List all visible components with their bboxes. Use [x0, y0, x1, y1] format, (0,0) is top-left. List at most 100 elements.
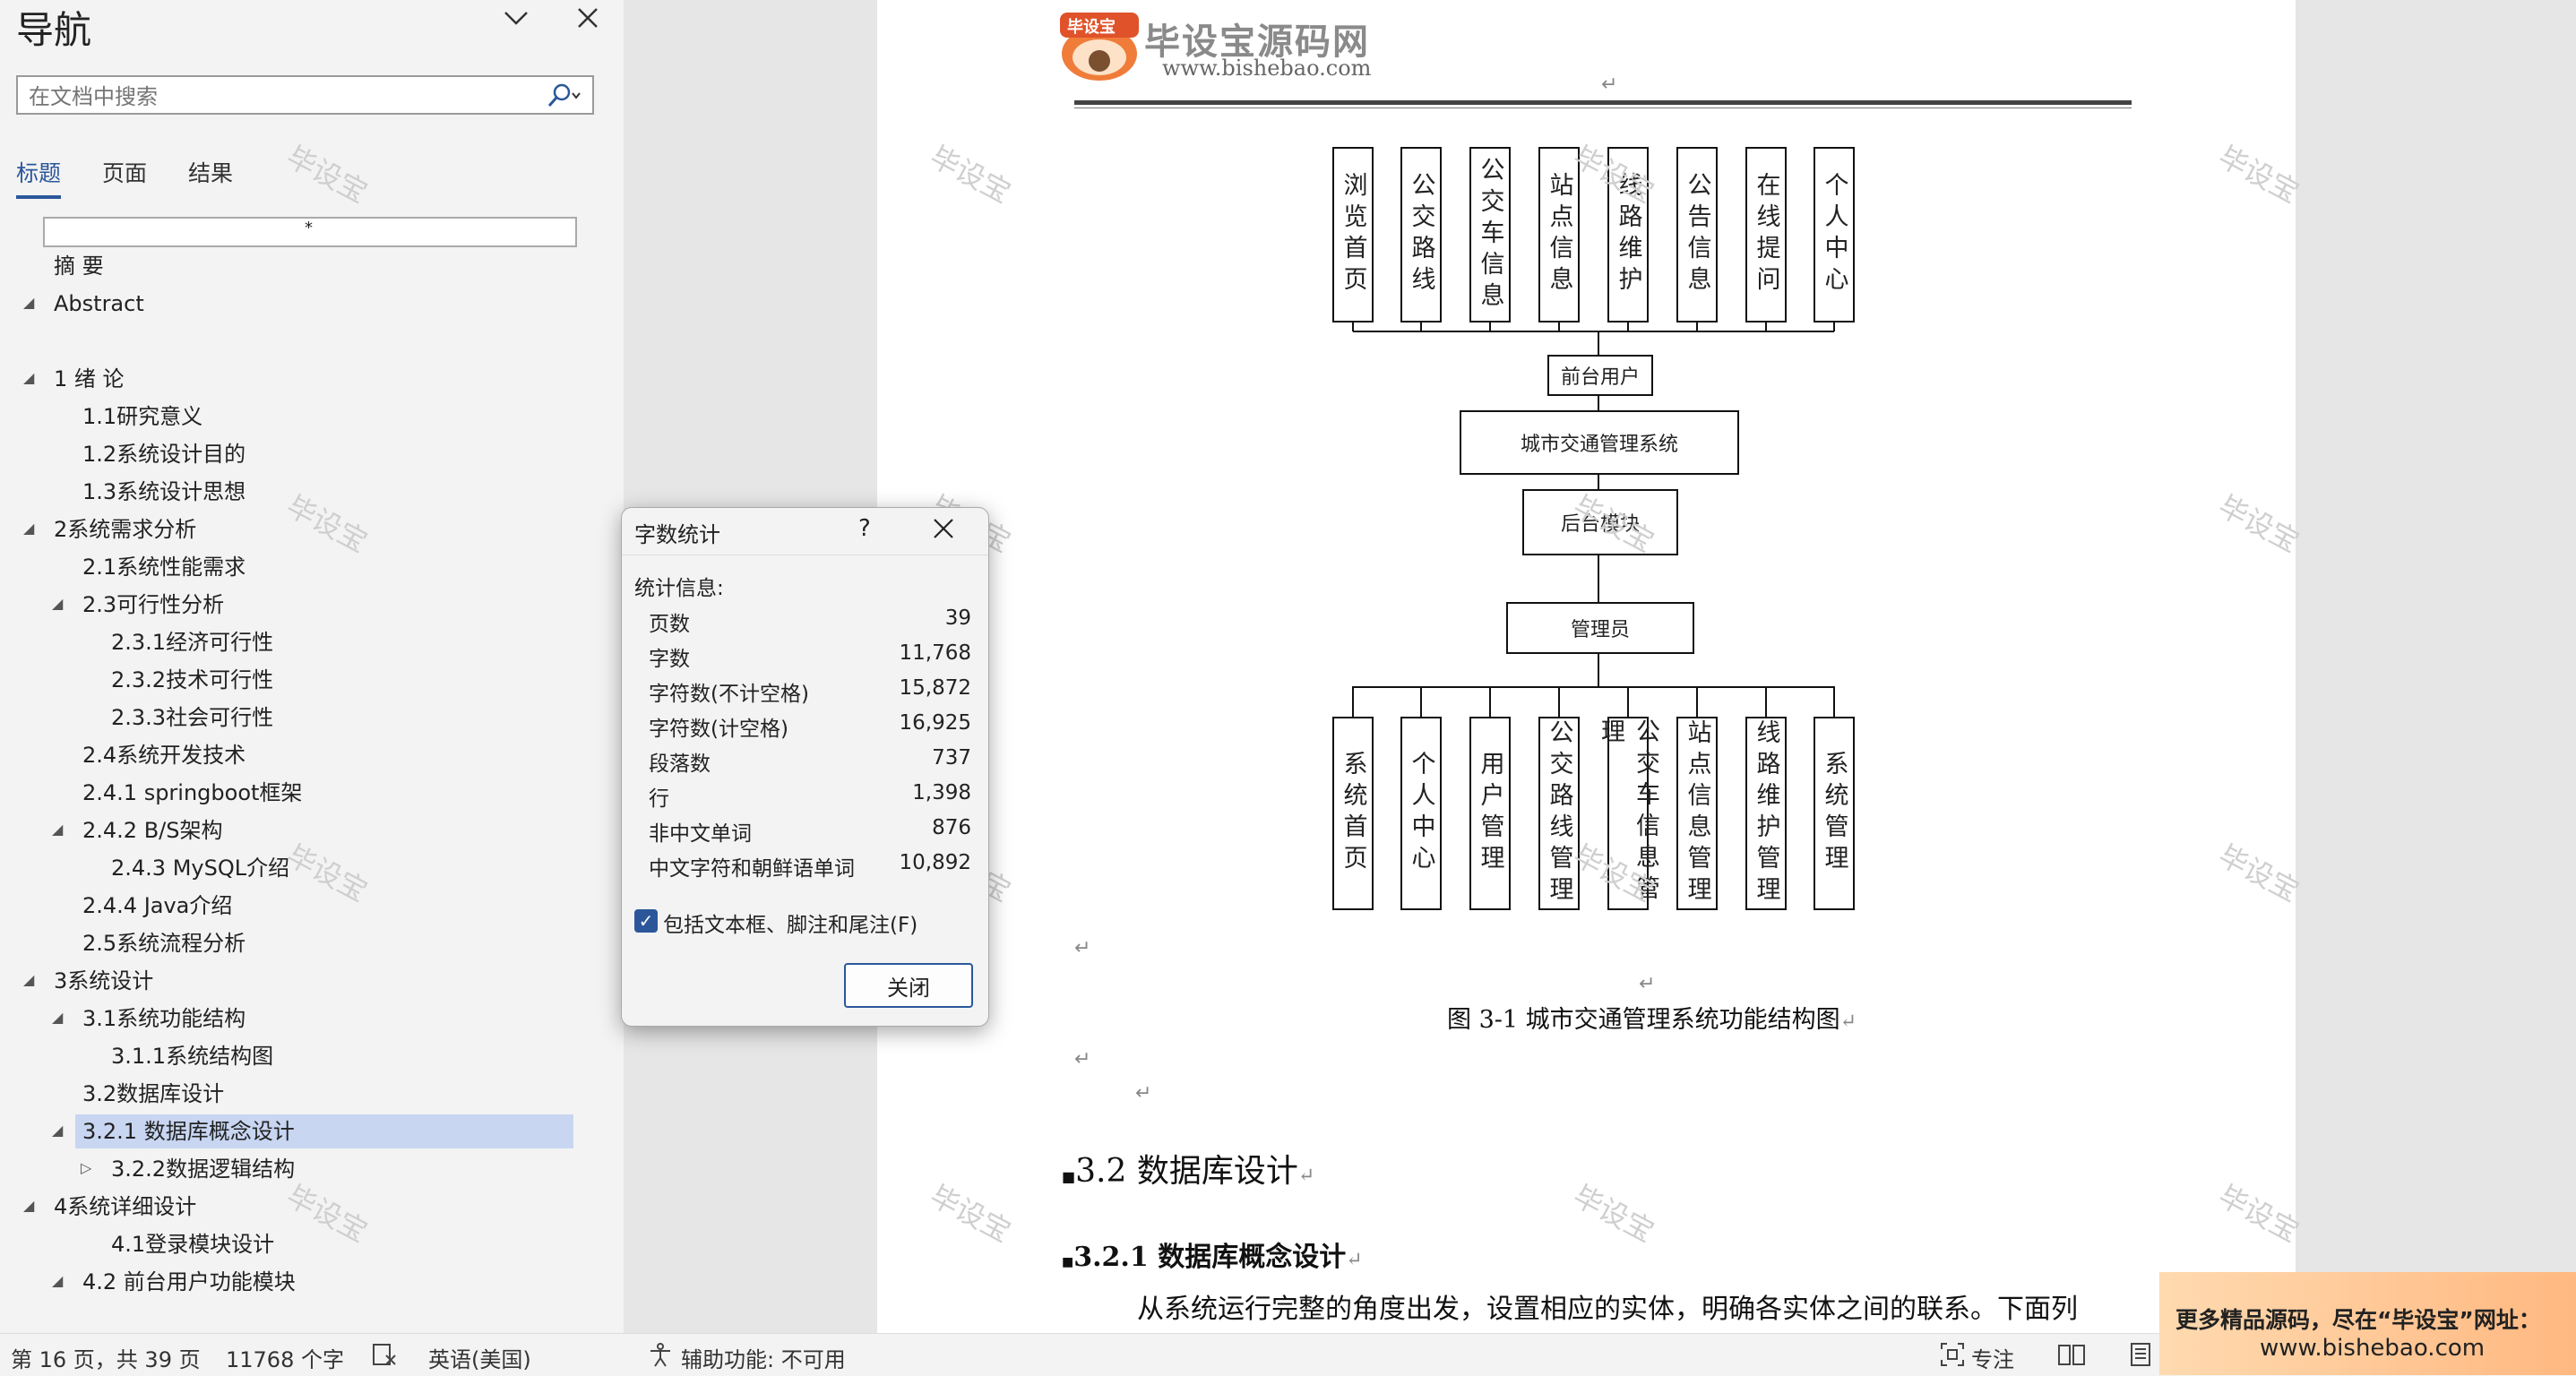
- nav-item[interactable]: 4.1登录模块设计: [104, 1227, 274, 1261]
- nav-item-label: 3.2.2数据逻辑结构: [111, 1157, 296, 1182]
- focus-icon[interactable]: [1939, 1341, 1966, 1373]
- nav-item[interactable]: 2.4.4 Java介绍: [75, 889, 232, 923]
- page-count[interactable]: 第 16 页，共 39 页: [11, 1347, 201, 1372]
- stats-section-label: 统计信息:: [634, 577, 724, 600]
- nav-item[interactable]: 2系统需求分析: [47, 512, 196, 546]
- logo-mascot: 毕设宝: [1055, 7, 1144, 82]
- nav-item[interactable]: 2.3.1经济可行性: [104, 625, 273, 659]
- chevron-down-icon[interactable]: [502, 4, 530, 39]
- connector-line: [1489, 322, 1491, 331]
- collapse-triangle-icon[interactable]: ◢: [23, 369, 35, 386]
- accessibility-status[interactable]: 辅助功能: 不可用: [681, 1347, 846, 1372]
- collapse-triangle-icon[interactable]: ◢: [52, 595, 64, 612]
- nav-item[interactable]: 3.1系统功能结构: [75, 1002, 246, 1036]
- promo-line-1: 更多精品源码，尽在“毕设宝”网址：: [2175, 1307, 2541, 1333]
- tab-results[interactable]: 结果: [188, 160, 234, 186]
- nav-item[interactable]: 2.4.2 B/S架构: [75, 813, 222, 847]
- stat-value: 16,925: [899, 711, 971, 735]
- promo-banner[interactable]: 更多精品源码，尽在“毕设宝”网址： www.bishebao.com: [2159, 1272, 2576, 1375]
- search-input[interactable]: [27, 82, 550, 111]
- nav-item-label: 1.3系统设计思想: [82, 479, 246, 504]
- connector-line: [1353, 686, 1834, 688]
- nav-item[interactable]: 1.2系统设计目的: [75, 437, 246, 471]
- collapse-triangle-icon[interactable]: ◢: [52, 1122, 64, 1139]
- stat-label: 字符数(计空格): [649, 718, 788, 741]
- nav-item[interactable]: 3.2数据库设计: [75, 1077, 224, 1111]
- nav-item[interactable]: 3.1.1系统结构图: [104, 1039, 273, 1073]
- nav-item[interactable]: 2.4.1 springboot框架: [75, 776, 302, 810]
- nav-item-label: 2.4.4 Java介绍: [82, 893, 233, 918]
- nav-item[interactable]: 3.2.1 数据库概念设计: [75, 1114, 573, 1148]
- backend-box: 后台模块: [1522, 489, 1678, 555]
- nav-item[interactable]: 2.4.3 MySQL介绍: [104, 851, 289, 885]
- nav-item[interactable]: 3系统设计: [47, 964, 153, 998]
- print-layout-icon[interactable]: [2127, 1341, 2154, 1373]
- proofing-icon[interactable]: [371, 1341, 398, 1373]
- nav-item-label: 2.5系统流程分析: [82, 931, 246, 956]
- bottom-function-box: 线路维护管理: [1745, 717, 1787, 910]
- connector-line: [1558, 322, 1560, 331]
- dialog-close-icon[interactable]: [932, 517, 955, 544]
- top-function-box: 公交路线: [1400, 147, 1442, 322]
- stat-value: 39: [944, 606, 971, 630]
- collapse-triangle-icon[interactable]: ◢: [52, 1009, 64, 1026]
- focus-mode[interactable]: 专注: [1971, 1347, 2014, 1372]
- paragraph-mark: ↵: [1601, 73, 1618, 96]
- nav-item[interactable]: 1.3系统设计思想: [75, 475, 246, 509]
- include-textbox-checkbox[interactable]: ✓: [634, 909, 658, 933]
- collapse-triangle-icon[interactable]: ◢: [23, 1197, 35, 1214]
- expand-triangle-icon[interactable]: ▷: [81, 1159, 92, 1176]
- nav-item[interactable]: 2.3.3社会可行性: [104, 701, 273, 735]
- nav-item[interactable]: Abstract: [47, 287, 144, 321]
- accessibility-icon[interactable]: [647, 1341, 674, 1373]
- nav-item-label: 3.2.1 数据库概念设计: [82, 1119, 295, 1144]
- nav-item-label: 2.3.2技术可行性: [111, 667, 274, 692]
- nav-item[interactable]: 2.1系统性能需求: [75, 550, 246, 584]
- tab-headings[interactable]: 标题: [16, 160, 62, 186]
- collapse-triangle-icon[interactable]: ◢: [23, 294, 35, 311]
- nav-item[interactable]: 4系统详细设计: [47, 1190, 196, 1224]
- connector-line: [1420, 322, 1422, 331]
- nav-item[interactable]: 摘 要: [47, 249, 104, 283]
- stat-label: 非中文单词: [649, 822, 752, 846]
- nav-heading-editbox[interactable]: *: [43, 217, 577, 247]
- connector-line: [1598, 331, 1599, 355]
- search-icon[interactable]: [544, 82, 583, 109]
- stat-label: 页数: [649, 613, 690, 636]
- top-function-box: 线路维护: [1607, 147, 1649, 322]
- nav-item[interactable]: 1 绪 论: [47, 362, 125, 396]
- collapse-triangle-icon[interactable]: ◢: [52, 821, 64, 838]
- admin-box: 管理员: [1506, 602, 1694, 654]
- collapse-triangle-icon[interactable]: ◢: [23, 520, 35, 537]
- language[interactable]: 英语(美国): [428, 1347, 531, 1372]
- nav-item[interactable]: 2.5系统流程分析: [75, 926, 246, 960]
- nav-item[interactable]: 2.3可行性分析: [75, 588, 224, 622]
- nav-item[interactable]: 2.3.2技术可行性: [104, 663, 273, 697]
- collapse-triangle-icon[interactable]: ◢: [52, 1272, 64, 1289]
- nav-item[interactable]: 2.4系统开发技术: [75, 738, 246, 772]
- read-mode-icon[interactable]: [2057, 1341, 2086, 1373]
- word-count[interactable]: 11768 个字: [226, 1347, 344, 1372]
- connector-line: [1352, 322, 1354, 331]
- connector-line: [1765, 322, 1767, 331]
- tab-pages[interactable]: 页面: [102, 160, 148, 186]
- help-button[interactable]: ?: [858, 515, 871, 542]
- search-box[interactable]: [16, 75, 594, 115]
- collapse-triangle-icon[interactable]: ◢: [23, 971, 35, 988]
- stat-row: 字符数(不计空格)15,872: [649, 676, 971, 709]
- top-function-box: 公交车信息: [1469, 147, 1511, 322]
- stat-value: 15,872: [899, 676, 971, 700]
- nav-item[interactable]: 3.2.2数据逻辑结构: [104, 1152, 295, 1186]
- nav-item-label: 1.1研究意义: [82, 404, 203, 429]
- nav-item[interactable]: 4.2 前台用户功能模块: [75, 1265, 296, 1299]
- nav-item-label: 2.4系统开发技术: [82, 743, 246, 768]
- close-button[interactable]: 关闭: [844, 963, 973, 1008]
- nav-item-label: 摘 要: [54, 254, 104, 279]
- close-icon[interactable]: [575, 5, 600, 38]
- nav-item[interactable]: 1.1研究意义: [75, 400, 202, 434]
- document-page[interactable]: 毕设宝 毕设宝源码网 www.bishebao.com ↵ 浏览首页公交路线公交…: [877, 0, 2296, 1333]
